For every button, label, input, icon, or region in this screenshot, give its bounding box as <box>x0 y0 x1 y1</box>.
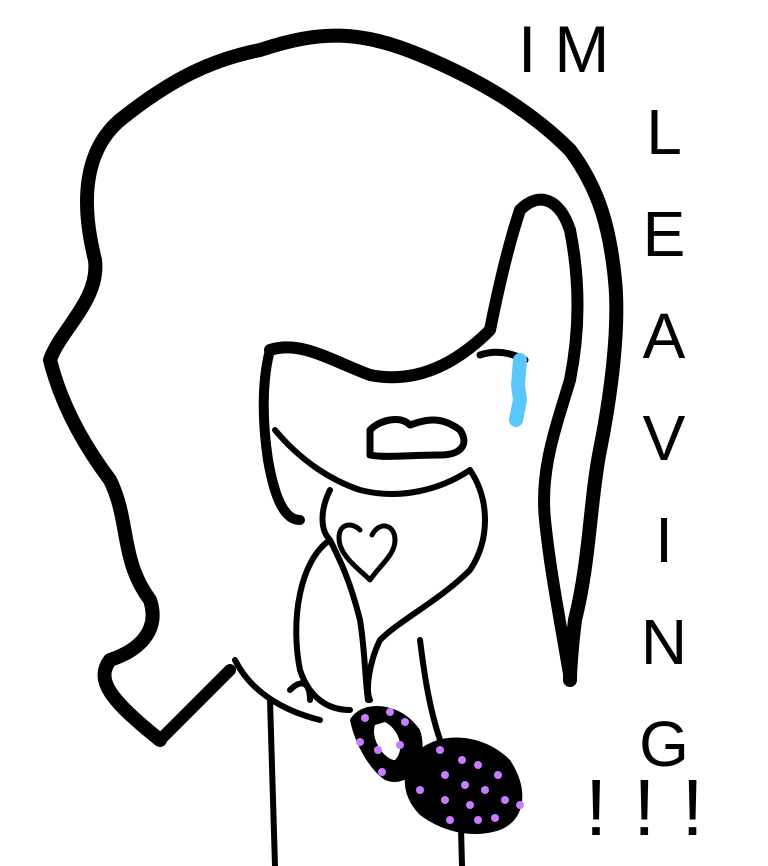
mouth <box>366 416 468 460</box>
tear <box>509 353 527 427</box>
caption-exclaim: !!! <box>585 763 730 852</box>
caption-im: IM <box>518 12 628 86</box>
face <box>272 348 529 497</box>
purse <box>350 706 524 835</box>
caption-leaving: LEAVING <box>628 96 700 810</box>
heart-necklace <box>336 522 398 583</box>
hair-outline <box>43 28 624 747</box>
purse-dots <box>356 708 524 824</box>
